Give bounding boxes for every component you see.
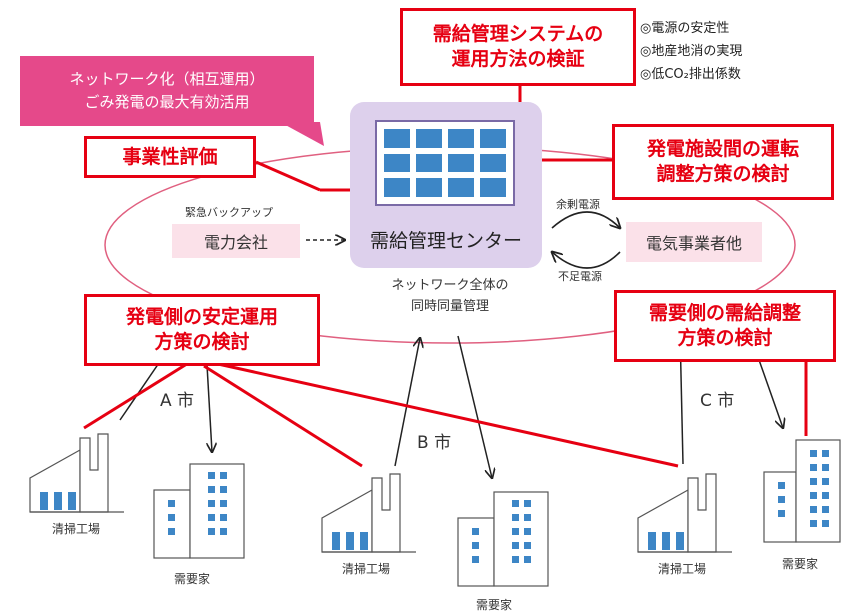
consumer-building-icon [763, 439, 841, 543]
consumer-label: 需要家 [782, 557, 819, 571]
consumer-label: 需要家 [174, 572, 211, 586]
plant-coordination-label: 発電施設間の運転 調整方策の検討 [612, 124, 834, 200]
surplus-arrow [551, 211, 620, 228]
supply-demand-center: 需給管理センター [350, 102, 542, 268]
generation-stability-line2: 方策の検討 [154, 331, 250, 353]
consumer-building-icon [153, 463, 245, 559]
business-evaluation-text: 事業性評価 [122, 145, 218, 168]
system-verification-line1: 需給管理システムの [432, 23, 604, 46]
network-callout: ネットワーク化（相互運用） ごみ発電の最大有効活用 [20, 56, 314, 126]
center-subtitle-line2: 同時同量管理 [410, 298, 489, 314]
demand-adjustment-label: 需要側の需給調整 方策の検討 [614, 290, 836, 362]
legend-item: ◎電源の安定性 [640, 21, 730, 36]
utility-label: 電力会社 [203, 233, 268, 252]
incineration-plant-icon [321, 473, 416, 553]
benefits-legend: ◎電源の安定性 ◎地産地消の実現 ◎低CO₂排出係数 [640, 18, 742, 86]
generation-stability-label: 発電側の安定運用 方策の検討 [84, 294, 320, 366]
city-a-label: A 市 [160, 391, 195, 411]
plant-label: 清掃工場 [658, 562, 707, 576]
system-verification-line2: 運用方法の検証 [451, 48, 585, 70]
center-subtitle-line1: ネットワーク全体の [391, 278, 509, 293]
center-subtitle: ネットワーク全体の 同時同量管理 [370, 276, 530, 318]
system-verification-label: 需給管理システムの 運用方法の検証 [400, 8, 636, 86]
callout-line1: ネットワーク化（相互運用） [69, 69, 265, 88]
center-label: 需給管理センター [369, 230, 522, 252]
plant-label: 清掃工場 [52, 522, 101, 536]
business-evaluation-label: 事業性評価 [84, 136, 256, 178]
plant-coordination-line2: 調整方策の検討 [656, 163, 790, 185]
legend-item: ◎地産地消の実現 [640, 43, 743, 59]
shortage-label: 不足電源 [558, 270, 602, 283]
cityB-down-arrow [457, 335, 492, 478]
plant-coordination-line1: 発電施設間の運転 [646, 138, 799, 161]
incineration-plant-icon [29, 433, 124, 513]
callout-tail [280, 122, 324, 146]
plant-label: 清掃工場 [342, 562, 391, 576]
city-c-label: C 市 [700, 391, 735, 411]
utility-box: 電力会社 [172, 224, 300, 258]
monitor-screen-icon [375, 120, 515, 206]
city-b-label: B 市 [417, 433, 452, 453]
cityB-up-arrow [394, 338, 420, 467]
demand-adjustment-line2: 方策の検討 [677, 327, 773, 349]
operators-label: 電気事業者他 [645, 234, 742, 253]
callout-line2: ごみ発電の最大有効活用 [84, 93, 250, 111]
shortage-arrow [552, 252, 621, 269]
generation-stability-line1: 発電側の安定運用 [125, 306, 278, 329]
operators-box: 電気事業者他 [626, 222, 762, 262]
legend-item: ◎低CO₂排出係数 [640, 66, 741, 82]
backup-note: 緊急バックアップ [185, 206, 273, 219]
consumer-building-icon [457, 491, 549, 587]
demand-adjustment-line1: 需要側の需給調整 [648, 302, 801, 325]
consumer-label: 需要家 [476, 598, 513, 612]
incineration-plant-icon [637, 473, 732, 553]
surplus-label: 余剰電源 [556, 198, 600, 211]
